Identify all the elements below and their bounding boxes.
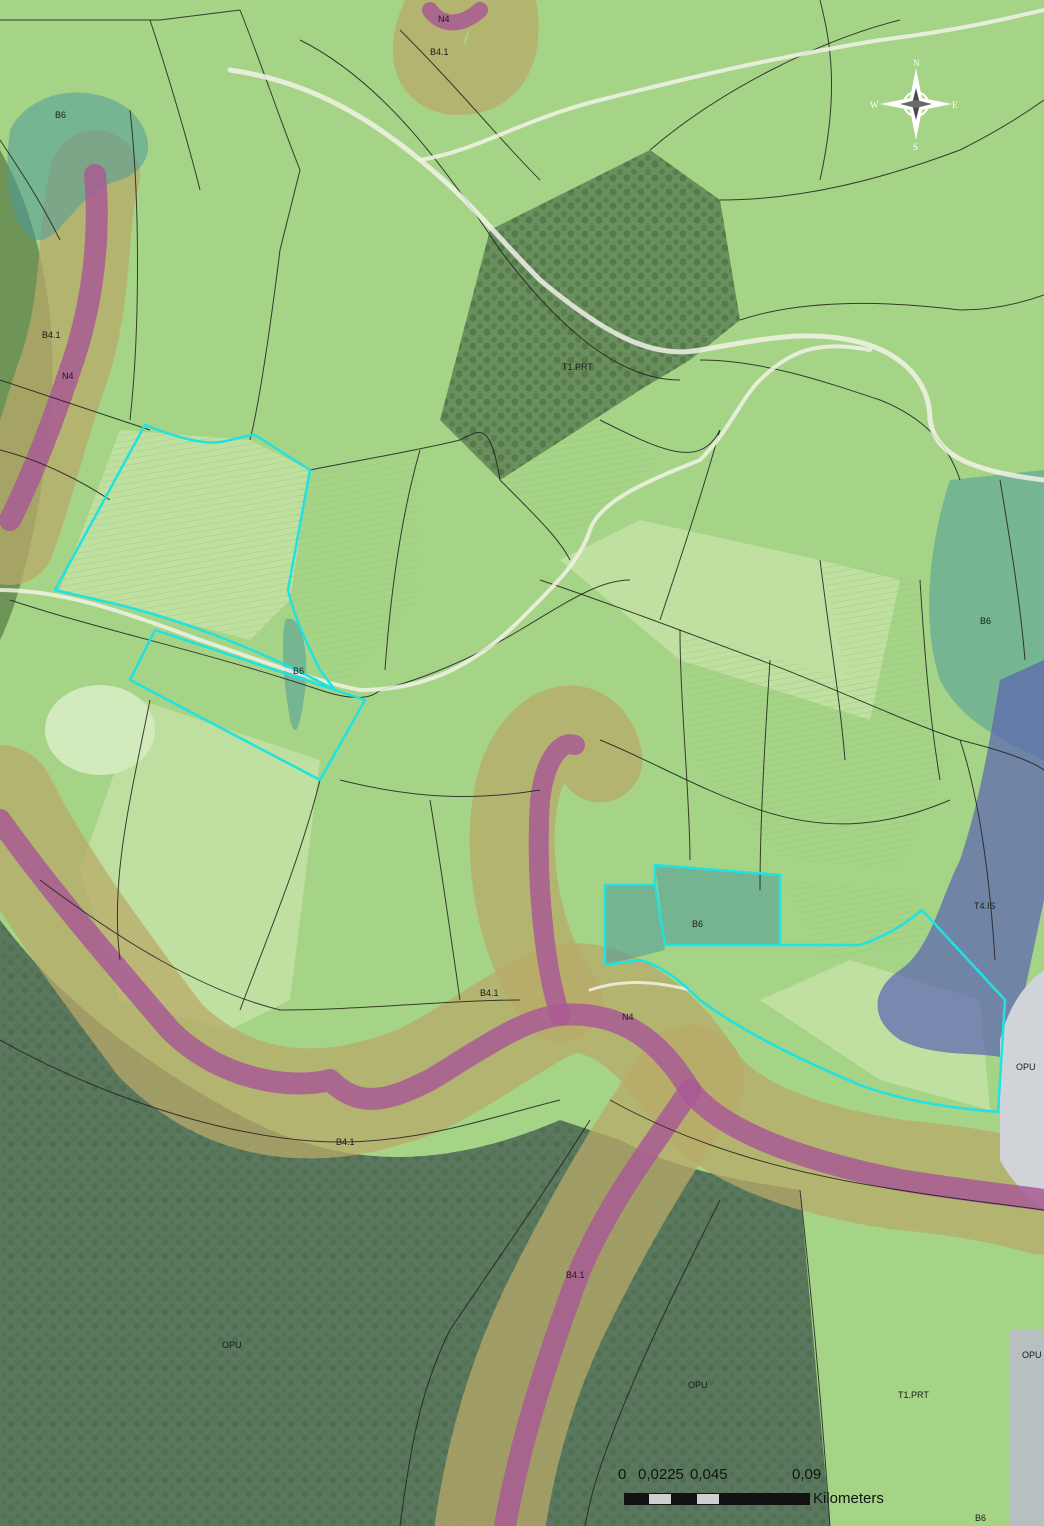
scale-tick-0: 0 bbox=[618, 1466, 627, 1483]
roads bbox=[0, 8, 1044, 992]
label-b41-mid: B4.1 bbox=[480, 988, 499, 998]
label-b6-bottom: B6 bbox=[975, 1513, 986, 1523]
zone-opu-edge-lower bbox=[1010, 1330, 1044, 1526]
zone-labels: N4 B4.1 B6 B4.1 N4 T1.PRT B6 B6 B6 T4.IS… bbox=[42, 14, 1042, 1523]
label-t1prt-center: T1.PRT bbox=[562, 362, 593, 372]
compass-rose-icon: N S E W bbox=[870, 58, 958, 152]
scale-bar: 0 0,0225 0,045 0,09 Kilometers bbox=[612, 1466, 912, 1516]
parcel-northwest[interactable] bbox=[53, 423, 337, 692]
label-t4is: T4.IS bbox=[974, 901, 996, 911]
label-n4-left: N4 bbox=[62, 371, 74, 381]
compass-north: N bbox=[913, 58, 920, 68]
compass-east: E bbox=[952, 100, 958, 110]
scale-segment-4 bbox=[696, 1493, 720, 1505]
zone-t4is bbox=[877, 660, 1044, 1060]
label-b41-lower: B4.1 bbox=[336, 1137, 355, 1147]
label-t1prt-bottom: T1.PRT bbox=[898, 1390, 929, 1400]
scale-tick-1: 0,0225 bbox=[638, 1466, 684, 1483]
parcel-southeast-inner[interactable] bbox=[653, 884, 780, 947]
scale-tick-2: 0,045 bbox=[690, 1466, 728, 1483]
label-b41-top: B4.1 bbox=[430, 47, 449, 57]
parcel-southeast[interactable] bbox=[603, 863, 1007, 1114]
forest-south-texture bbox=[0, 920, 830, 1526]
label-n4-top: N4 bbox=[438, 14, 450, 24]
label-b6-parcel: B6 bbox=[692, 919, 703, 929]
label-b41-bottom: B4.1 bbox=[566, 1270, 585, 1280]
label-b6-right: B6 bbox=[980, 616, 991, 626]
compass-south: S bbox=[913, 142, 918, 152]
label-opu-right: OPU bbox=[1016, 1062, 1036, 1072]
label-b6-small: B6 bbox=[293, 666, 304, 676]
label-opu-bottom-mid: OPU bbox=[688, 1380, 708, 1390]
scale-segment-1 bbox=[624, 1493, 648, 1505]
scale-unit-label: Kilometers bbox=[813, 1490, 884, 1507]
parcel-strip[interactable] bbox=[128, 628, 367, 782]
scale-segment-3 bbox=[672, 1493, 696, 1505]
scale-segment-5 bbox=[720, 1493, 810, 1505]
highlighted-parcels[interactable] bbox=[53, 423, 1007, 1114]
scale-tick-3: 0,09 bbox=[792, 1466, 822, 1483]
compass-west: W bbox=[870, 100, 879, 110]
label-n4-mid: N4 bbox=[622, 1012, 634, 1022]
label-b6-top-left: B6 bbox=[55, 110, 66, 120]
vineyards bbox=[60, 420, 950, 960]
zone-opu-edge bbox=[1000, 970, 1044, 1210]
scale-segment-2 bbox=[648, 1493, 672, 1505]
label-opu-bottom-left: OPU bbox=[222, 1340, 242, 1350]
label-b41-left: B4.1 bbox=[42, 330, 61, 340]
label-opu-edge: OPU bbox=[1022, 1350, 1042, 1360]
